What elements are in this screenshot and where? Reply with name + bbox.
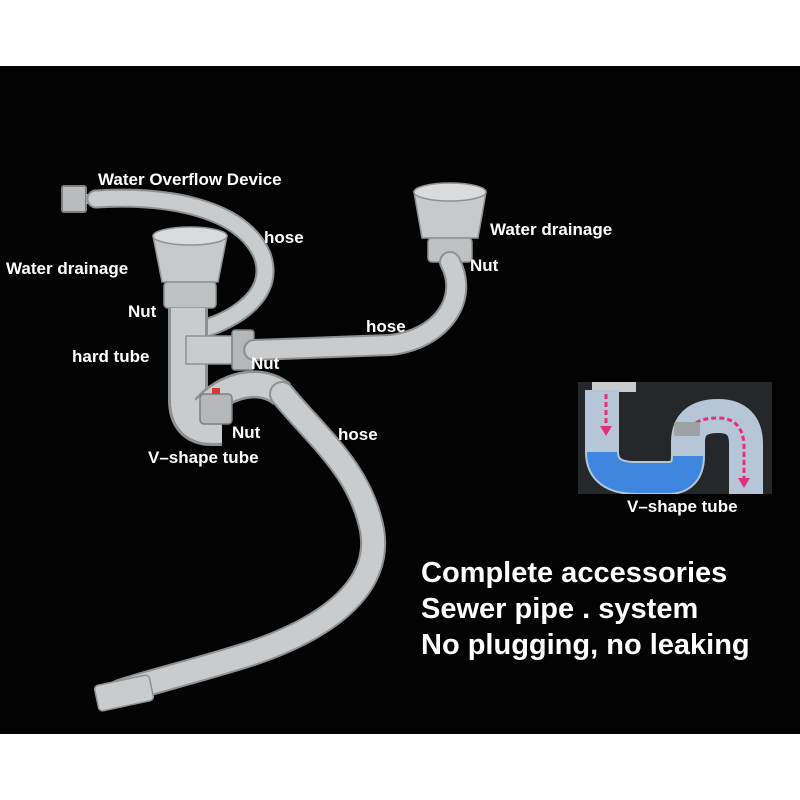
label-nut-right: Nut [470, 256, 499, 275]
hard-tube-and-trap [168, 308, 291, 446]
label-nut-center: Nut [251, 354, 280, 373]
inset-water [587, 450, 703, 493]
label-inset-caption: V–shape tube [627, 497, 738, 516]
headline-line-1: Complete accessories [421, 557, 728, 589]
overflow-hose [86, 188, 275, 340]
outlet-hose [93, 381, 387, 712]
label-water-drainage-right: Water drainage [490, 220, 613, 239]
arrowhead-icon [738, 478, 750, 488]
headline-line-2: Sewer pipe . system [421, 593, 699, 625]
label-nut-left: Nut [128, 302, 157, 321]
label-nut-bottom: Nut [232, 423, 261, 442]
overflow-plate [61, 185, 87, 213]
label-water-overflow-device: Water Overflow Device [98, 170, 282, 189]
left-drain-basket [152, 226, 228, 309]
inset-pipe-top [592, 382, 636, 392]
arrowhead-icon [600, 426, 612, 436]
inset-nut [674, 422, 700, 436]
v-shape-tube-inset [578, 382, 772, 495]
label-hose-right: hose [366, 317, 406, 336]
label-water-drainage-left: Water drainage [6, 259, 129, 278]
inset-diagram [585, 382, 763, 495]
right-drain-basket [413, 182, 487, 263]
label-v-shape-tube: V–shape tube [148, 448, 259, 467]
headline-line-3: No plugging, no leaking [421, 629, 750, 661]
label-hose-bottom: hose [338, 425, 378, 444]
label-hose-top: hose [264, 228, 304, 247]
label-hard-tube: hard tube [72, 347, 150, 366]
right-hose [243, 251, 468, 361]
